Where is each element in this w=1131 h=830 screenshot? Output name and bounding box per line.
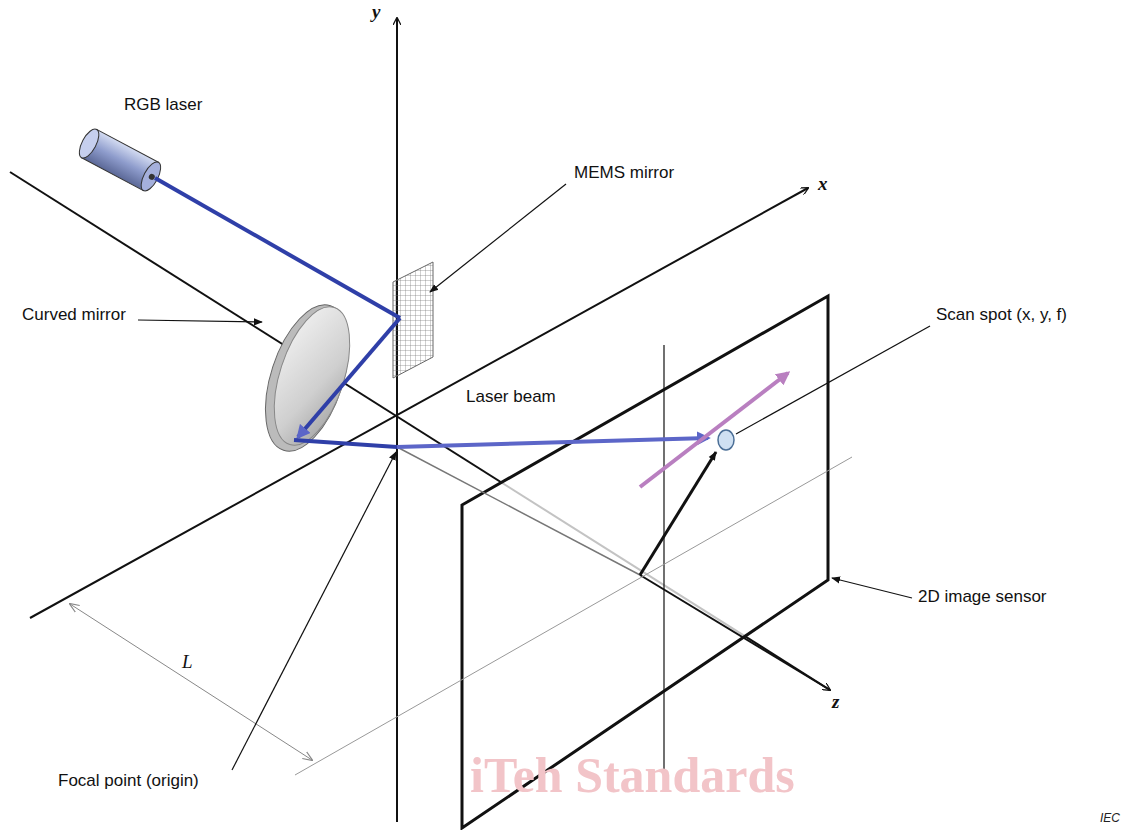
part-name: Scan spot (x, y, f) <box>936 306 1067 325</box>
part-name: RGB laser <box>124 96 202 115</box>
axis-label: y <box>372 2 380 23</box>
source-mark: IEC <box>1100 812 1120 825</box>
part-name: Curved mirror <box>22 306 126 325</box>
beam-label: Laser beam <box>466 388 556 407</box>
part-name: 2D image sensor <box>918 588 1047 607</box>
axis-label: z <box>832 692 839 713</box>
part-name: Focal point (origin) <box>58 772 199 791</box>
dimension-label: L <box>182 652 193 673</box>
axis-label: x <box>818 174 828 195</box>
part-name: MEMS mirror <box>574 164 674 183</box>
watermark: iTeh Standards <box>470 748 795 803</box>
